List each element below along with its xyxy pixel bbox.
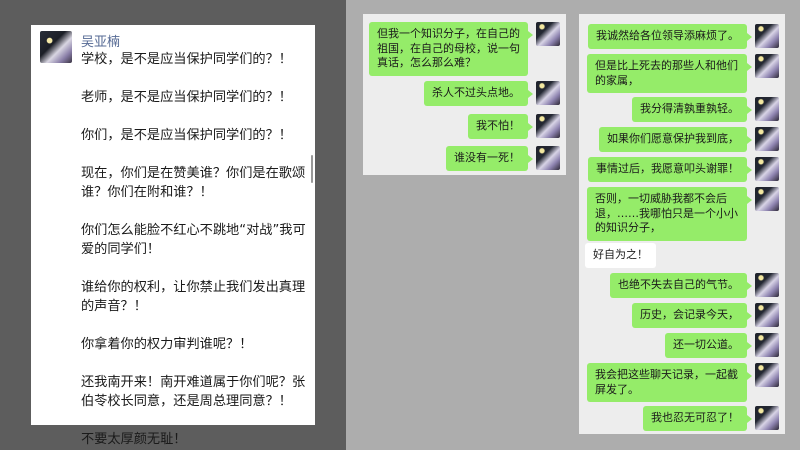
sent-bubble: 还一切公道。 <box>665 333 752 358</box>
avatar[interactable] <box>755 157 779 181</box>
avatar[interactable] <box>536 146 560 170</box>
chat-message: 我不怕！ <box>468 114 560 139</box>
avatar[interactable] <box>536 81 560 105</box>
avatar[interactable] <box>755 363 779 387</box>
sent-bubble: 也绝不失去自己的气节。 <box>610 273 752 298</box>
sent-bubble: 杀人不过头点地。 <box>424 81 533 106</box>
post-paragraph: 不要太厚颜无耻！ <box>81 432 187 447</box>
post-body: 学校，是不是应当保护同学们的？！ 老师，是不是应当保护同学们的？！ 你们，是不是… <box>81 50 309 450</box>
chat-message: 我会把这些聊天记录，一起截屏发了。 <box>587 363 779 402</box>
sent-bubble: 但是比上死去的那些人和他们的家属， <box>587 54 752 93</box>
avatar[interactable] <box>755 406 779 430</box>
sent-bubble: 我会把这些聊天记录，一起截屏发了。 <box>587 363 752 402</box>
sent-bubble: 谁没有一死！ <box>446 146 533 171</box>
sent-bubble: 如果你们愿意保护我到底， <box>599 127 752 152</box>
chat-message: 但我一个知识分子，在自己的祖国，在自己的母校，说一句真话，怎么那么难？ <box>369 22 560 76</box>
avatar[interactable] <box>755 187 779 211</box>
chat-message: 我诚然给各位领导添麻烦了。 <box>588 24 779 49</box>
sent-bubble: 我分得清孰重孰轻。 <box>632 97 752 122</box>
chat-message: 事情过后，我愿意叩头谢罪！ <box>588 157 779 182</box>
avatar[interactable] <box>536 22 560 46</box>
avatar[interactable] <box>536 114 560 138</box>
chat-panel-middle: 但我一个知识分子，在自己的祖国，在自己的母校，说一句真话，怎么那么难？ 杀人不过… <box>363 14 566 175</box>
sent-bubble: 事情过后，我愿意叩头谢罪！ <box>588 157 752 182</box>
chat-message: 如果你们愿意保护我到底， <box>599 127 779 152</box>
avatar[interactable] <box>755 333 779 357</box>
received-bubble: 好自为之！ <box>585 243 656 268</box>
chat-message: 我也忍无可忍了！ <box>643 406 779 431</box>
chat-message: 否则，一切威胁我都不会后退，……我哪怕只是一个小小的知识分子， <box>587 187 779 241</box>
chat-message: 历史，会记录今天， <box>632 303 779 328</box>
post-paragraph: 你拿着你的权力审判谁呢？！ <box>81 337 253 352</box>
author-name[interactable]: 吴亚楠 <box>81 35 121 50</box>
post-paragraph: 你们，是不是应当保护同学们的？！ <box>81 128 292 143</box>
chat-message: 我分得清孰重孰轻。 <box>632 97 779 122</box>
scrollbar-thumb[interactable] <box>311 155 313 183</box>
chat-message: 也绝不失去自己的气节。 <box>610 273 779 298</box>
chat-message: 但是比上死去的那些人和他们的家属， <box>587 54 779 93</box>
avatar[interactable] <box>755 127 779 151</box>
avatar[interactable] <box>755 303 779 327</box>
post-paragraph: 老师，是不是应当保护同学们的？！ <box>81 90 292 105</box>
chat-message: 杀人不过头点地。 <box>424 81 560 106</box>
post-paragraph: 谁给你的权利，让你禁止我们发出真理的声音？！ <box>81 280 306 314</box>
post-paragraph: 现在，你们是在赞美谁？你们是在歌颂谁？你们在附和谁？！ <box>81 166 306 200</box>
avatar[interactable] <box>755 54 779 78</box>
sent-bubble: 我不怕！ <box>468 114 533 139</box>
avatar[interactable] <box>755 24 779 48</box>
chat-message: 还一切公道。 <box>665 333 779 358</box>
chat-message-received: 好自为之！ <box>585 243 656 268</box>
sent-bubble: 我诚然给各位领导添麻烦了。 <box>588 24 752 49</box>
avatar[interactable] <box>755 97 779 121</box>
author-avatar[interactable] <box>40 31 72 63</box>
moments-post-card: 吴亚楠 学校，是不是应当保护同学们的？！ 老师，是不是应当保护同学们的？！ 你们… <box>31 25 315 447</box>
chat-panel-right: 我诚然给各位领导添麻烦了。 但是比上死去的那些人和他们的家属， 我分得清孰重孰轻… <box>579 14 785 434</box>
sent-bubble: 历史，会记录今天， <box>632 303 752 328</box>
post-paragraph: 还我南开来！南开难道属于你们呢？张伯苓校长同意，还是周总理同意？！ <box>81 375 306 409</box>
post-paragraph: 你们怎么能脸不红心不跳地“对战”我可爱的同学们！ <box>81 223 306 257</box>
chat-message: 谁没有一死！ <box>446 146 560 171</box>
sent-bubble: 但我一个知识分子，在自己的祖国，在自己的母校，说一句真话，怎么那么难？ <box>369 22 533 76</box>
sent-bubble: 我也忍无可忍了！ <box>643 406 752 431</box>
post-paragraph: 学校，是不是应当保护同学们的？！ <box>81 52 292 67</box>
avatar[interactable] <box>755 273 779 297</box>
sent-bubble: 否则，一切威胁我都不会后退，……我哪怕只是一个小小的知识分子， <box>587 187 752 241</box>
